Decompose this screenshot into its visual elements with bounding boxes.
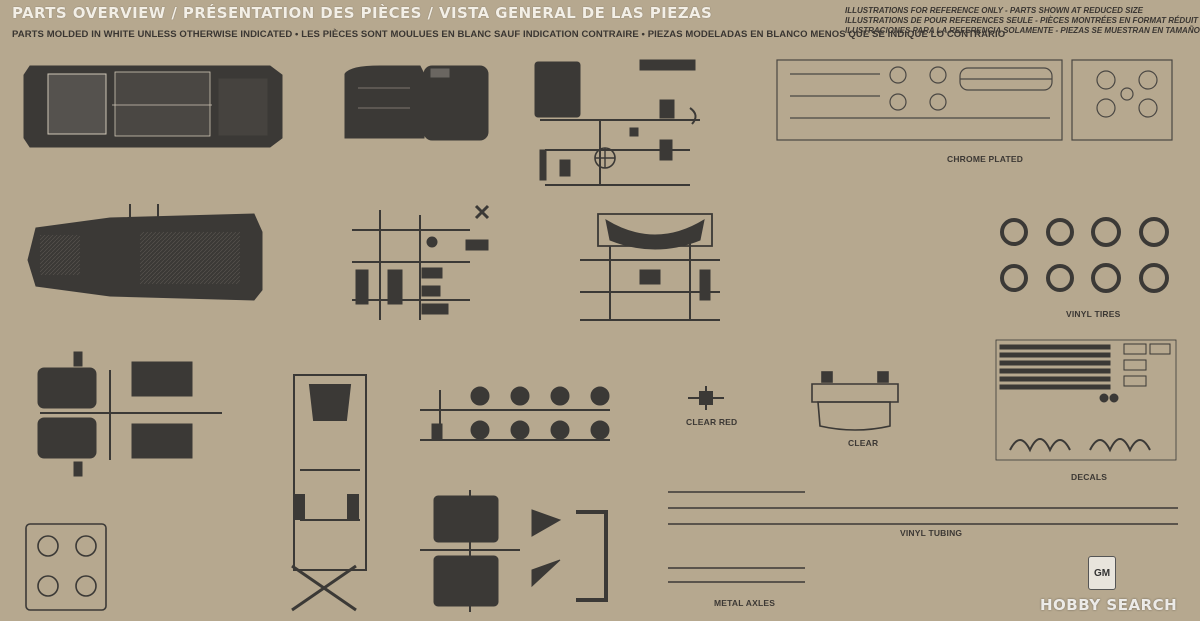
vinyl-tubing: [668, 491, 1178, 525]
interior-tub-part: [344, 65, 489, 141]
decals-label: DECALS: [1071, 472, 1108, 482]
reference-note-fr: ILLUSTRATIONS DE POUR REFERENCES SEULE -…: [845, 16, 1199, 26]
reference-note-es: ILUSTRACIONES PARA LA REFERENCIA SOLAMEN…: [845, 26, 1200, 36]
decal-sheet: [995, 339, 1177, 461]
hood-sprue: [534, 59, 700, 186]
reference-notes: ILLUSTRATIONS FOR REFERENCE ONLY - PARTS…: [845, 6, 1200, 37]
vinyl-tires: [1000, 217, 1169, 293]
car-body-part: [23, 65, 283, 148]
metal-axles: [668, 567, 805, 583]
front-end-sprue: [580, 213, 720, 321]
vinyl-tires-label: VINYL TIRES: [1066, 309, 1121, 319]
engine-sprue: [352, 204, 490, 320]
chrome-plated-sprue: [776, 59, 1173, 141]
clear-windshield-sprue: [811, 371, 899, 431]
chassis-part: [27, 204, 263, 301]
rear-sprue: [420, 490, 608, 612]
page-subtitle: PARTS MOLDED IN WHITE UNLESS OTHERWISE I…: [12, 29, 1006, 40]
frame-sprue: [291, 374, 367, 612]
watermark: HOBBY SEARCH: [1040, 596, 1178, 614]
gm-logo-text: GM: [1093, 567, 1111, 579]
vinyl-tubing-label: VINYL TUBING: [900, 528, 963, 538]
page-title: PARTS OVERVIEW / PRÉSENTATION DES PIÈCES…: [12, 4, 713, 22]
clear-label: CLEAR: [848, 438, 879, 448]
seats-sprue: [37, 351, 222, 477]
wheels-sprue: [420, 386, 610, 441]
metal-axles-label: METAL AXLES: [714, 598, 776, 608]
clear-red-sprue: [688, 386, 724, 410]
gm-logo: GM: [1088, 556, 1116, 590]
reference-note-en: ILLUSTRATIONS FOR REFERENCE ONLY - PARTS…: [845, 6, 1143, 15]
clear-red-label: CLEAR RED: [686, 417, 738, 427]
small-wheels-sprue: [25, 523, 107, 611]
chrome-plated-label: CHROME PLATED: [947, 154, 1024, 164]
